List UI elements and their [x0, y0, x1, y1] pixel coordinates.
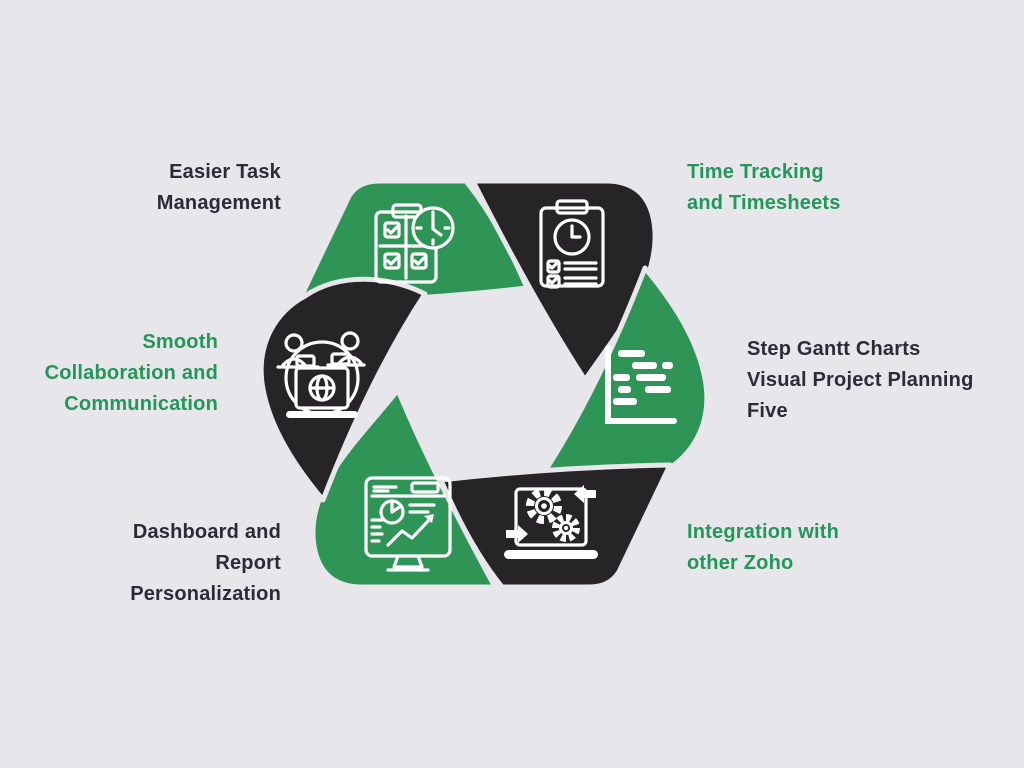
label-easier-task-management: Easier Task Management	[156, 161, 281, 214]
dashboard-icon	[364, 476, 452, 572]
label-gantt-charts: Step Gantt Charts Visual Project Plannin…	[747, 338, 974, 422]
label-collaboration: Smooth Collaboration and Communication	[44, 331, 218, 415]
task-management-icon	[374, 203, 455, 284]
gantt-chart-icon	[605, 345, 677, 424]
label-dashboard-report: Dashboard and Report Personalization	[130, 521, 281, 605]
arrow-right-icon	[506, 525, 528, 543]
timesheet-icon	[539, 199, 605, 289]
arrow-left-icon	[574, 485, 596, 503]
label-time-tracking: Time Tracking and Timesheets	[687, 161, 841, 214]
integration-icon	[504, 485, 598, 559]
label-integration-zoho: Integration with other Zoho	[687, 521, 840, 574]
collaboration-icon	[276, 331, 366, 418]
